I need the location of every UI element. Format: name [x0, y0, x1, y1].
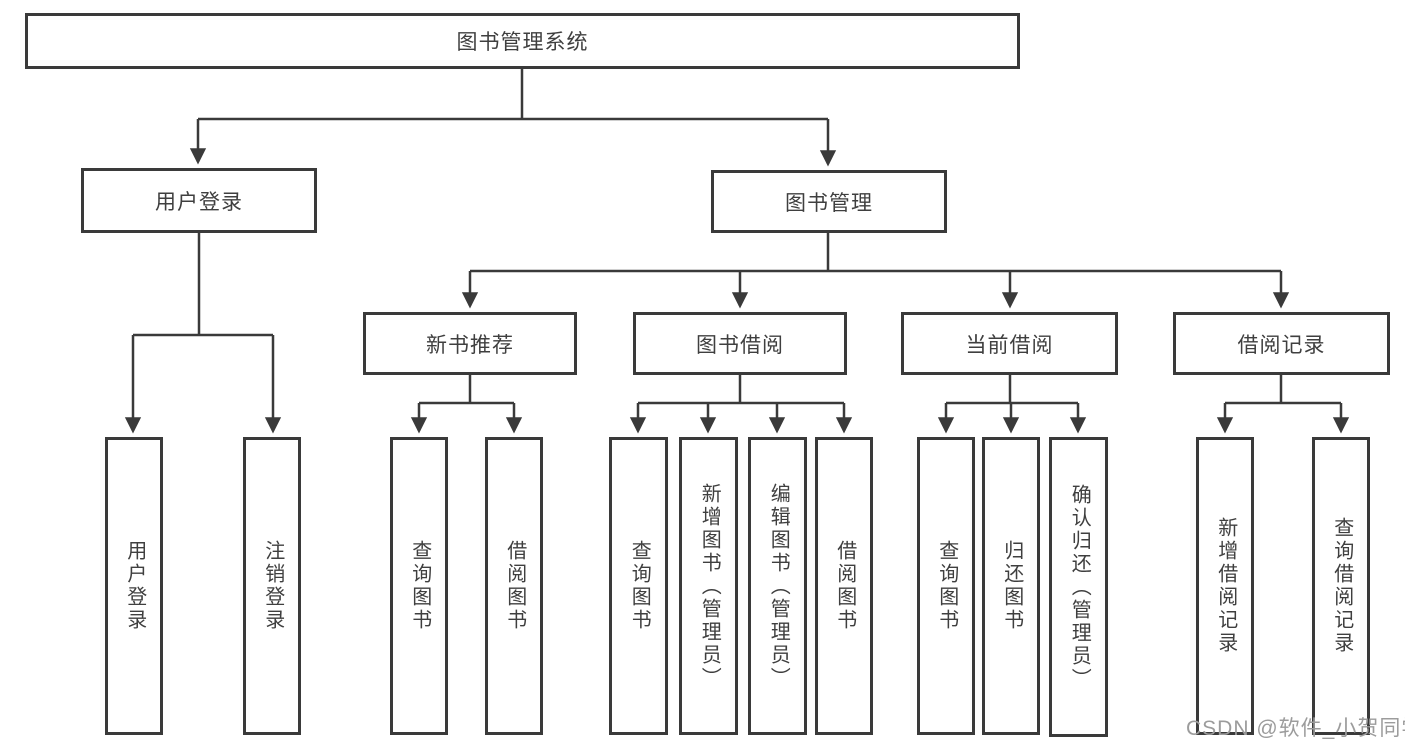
leaf-logout: 注销登录 — [243, 437, 301, 735]
node-library-management-system: 图书管理系统 — [25, 13, 1020, 69]
leaf-add-books-admin: 新增图书（管理员） — [679, 437, 738, 735]
node-label: 图书管理 — [785, 191, 873, 215]
leaf-query-borrow-record: 查询借阅记录 — [1312, 437, 1370, 735]
leaf-add-borrow-record: 新增借阅记录 — [1196, 437, 1254, 735]
leaf-borrow-books: 借阅图书 — [815, 437, 873, 735]
node-label: 查询图书 — [935, 540, 958, 632]
node-label: 新书推荐 — [426, 333, 514, 357]
node-label: 归还图书 — [1000, 540, 1023, 632]
node-label: 查询图书 — [408, 540, 431, 632]
node-label: 确认归还（管理员） — [1068, 483, 1091, 691]
node-label: 查询图书 — [628, 540, 651, 632]
node-label: 借阅图书 — [503, 540, 526, 632]
node-label: 编辑图书（管理员） — [767, 482, 790, 690]
leaf-borrow-books-recommend: 借阅图书 — [485, 437, 543, 735]
leaf-query-books-recommend: 查询图书 — [390, 437, 448, 735]
node-label: 借阅图书 — [833, 540, 856, 632]
node-label: 用户登录 — [123, 540, 146, 632]
node-current-borrow: 当前借阅 — [901, 312, 1118, 375]
leaf-user-login: 用户登录 — [105, 437, 163, 735]
node-label: 查询借阅记录 — [1330, 517, 1353, 655]
node-user-login: 用户登录 — [81, 168, 317, 233]
node-new-book-recommend: 新书推荐 — [363, 312, 577, 375]
node-label: 借阅记录 — [1237, 333, 1326, 357]
leaf-query-books-current: 查询图书 — [917, 437, 975, 735]
node-book-borrow: 图书借阅 — [633, 312, 847, 375]
node-borrow-records: 借阅记录 — [1173, 312, 1390, 375]
leaf-return-books: 归还图书 — [982, 437, 1040, 735]
watermark: CSDN @软件_小贺同学 — [1186, 717, 1405, 740]
leaf-edit-books-admin: 编辑图书（管理员） — [748, 437, 807, 735]
node-label: 新增图书（管理员） — [698, 482, 721, 690]
node-label: 注销登录 — [261, 540, 284, 632]
leaf-confirm-return-admin: 确认归还（管理员） — [1049, 437, 1108, 737]
node-label: 新增借阅记录 — [1214, 517, 1237, 655]
node-label: 用户登录 — [155, 190, 243, 214]
node-label: 图书借阅 — [696, 333, 784, 357]
node-book-management: 图书管理 — [711, 170, 947, 233]
node-label: 图书管理系统 — [456, 31, 589, 54]
leaf-query-books-borrow: 查询图书 — [609, 437, 668, 735]
node-label: 当前借阅 — [965, 333, 1054, 357]
